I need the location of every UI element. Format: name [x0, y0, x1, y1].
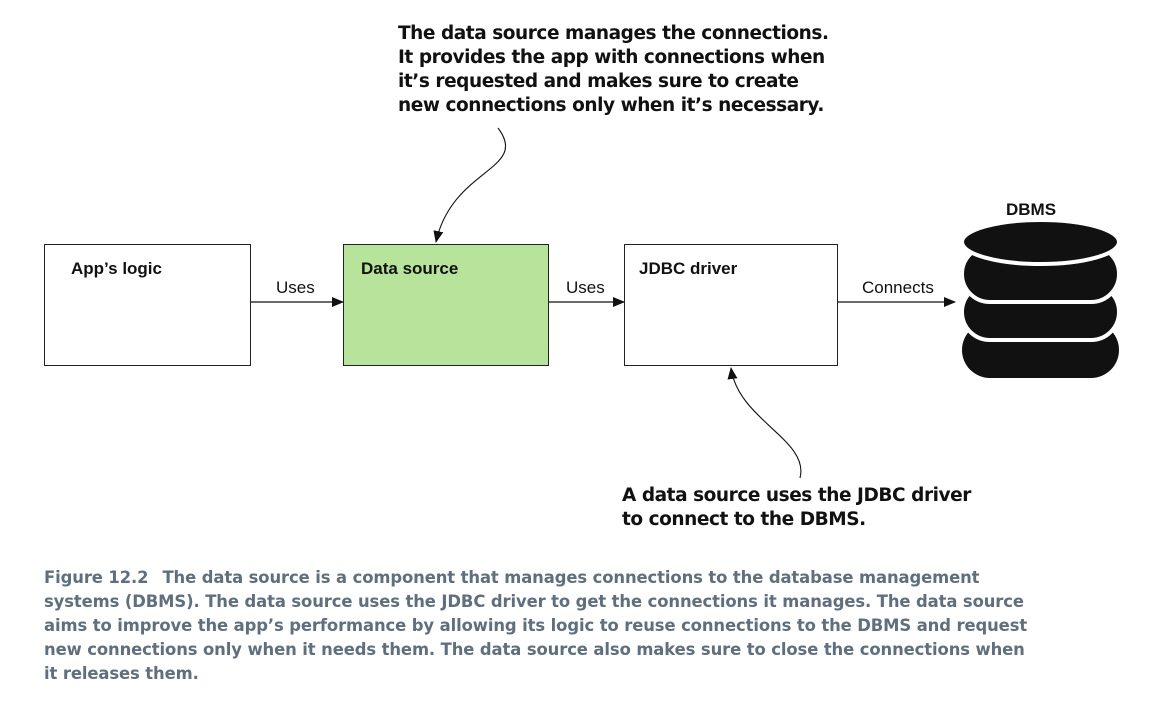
caption-line: it releases them. — [44, 664, 199, 683]
callout-pointer-bottom — [727, 367, 802, 479]
database-icon — [960, 218, 1121, 378]
caption-line: new connections only when it needs them.… — [44, 640, 1025, 659]
caption-line: systems (DBMS). The data source uses the… — [44, 592, 1024, 611]
dbms-label: DBMS — [1006, 200, 1057, 219]
app-logic-box: App’s logic — [44, 244, 251, 366]
callout-bottom-line: to connect to the DBMS. — [622, 509, 866, 530]
callout-top-line: It provides the app with connections whe… — [398, 47, 825, 68]
callout-top-line: it’s requested and makes sure to create — [398, 71, 799, 92]
callout-pointer-top — [433, 127, 506, 243]
edge-label-datasource-uses-jdbc: Uses — [566, 278, 605, 297]
caption-line: Figure 12.2 The data source is a componen… — [44, 566, 1124, 590]
callout-bottom: A data source uses the JDBC driver to co… — [622, 484, 1002, 532]
data-source-label: Data source — [361, 259, 459, 278]
data-source-box: Data source — [343, 244, 549, 366]
edge-label-app-uses-datasource: Uses — [276, 278, 315, 297]
figure-caption: Figure 12.2 The data source is a componen… — [44, 566, 1124, 686]
callout-top-line: new connections only when it’s necessary… — [398, 95, 824, 116]
callout-bottom-line: A data source uses the JDBC driver — [622, 485, 971, 506]
jdbc-driver-label: JDBC driver — [639, 259, 738, 278]
caption-line: aims to improve the app’s performance by… — [44, 616, 1028, 635]
figure-number: Figure 12.2 — [44, 568, 149, 587]
app-logic-label: App’s logic — [71, 259, 162, 278]
edge-label-jdbc-connects-dbms: Connects — [862, 278, 934, 297]
caption-text: The data source is a component that mana… — [162, 568, 980, 587]
callout-top: The data source manages the connections.… — [398, 22, 829, 118]
callout-top-line: The data source manages the connections. — [398, 23, 829, 44]
jdbc-driver-box: JDBC driver — [624, 244, 838, 366]
